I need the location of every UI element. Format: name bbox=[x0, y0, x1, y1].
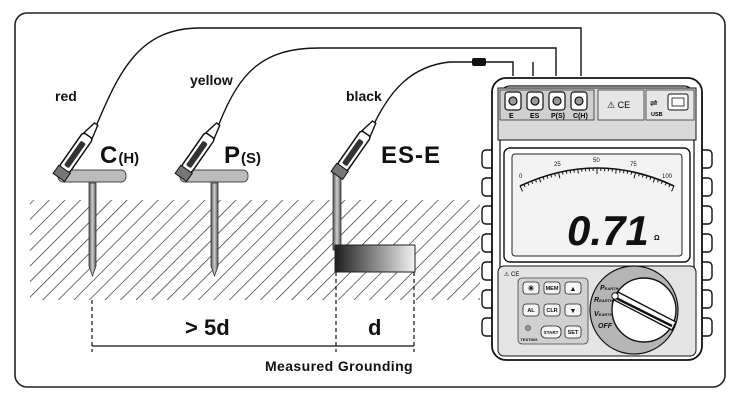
dial-pos-off: OFF bbox=[598, 323, 613, 330]
scale-tick-mark bbox=[652, 177, 656, 183]
probe-label-c: C(H) bbox=[100, 142, 139, 169]
scale-tick-mark bbox=[561, 171, 564, 175]
scale-tick-mark bbox=[638, 173, 640, 177]
probe-label-es-e: ES-E bbox=[381, 142, 441, 169]
scale-tick-labels: 0 25 50 75 100 bbox=[519, 158, 673, 180]
clip-black bbox=[330, 120, 377, 181]
sun-icon: ☀ bbox=[527, 284, 534, 293]
caption: Measured Grounding bbox=[265, 358, 413, 374]
wire-black bbox=[374, 61, 534, 123]
usb-port[interactable] bbox=[667, 93, 689, 111]
scale-tick-mark bbox=[671, 185, 675, 192]
clr-label: CLR bbox=[546, 308, 557, 314]
start-button[interactable]: START bbox=[540, 325, 562, 339]
mem-button[interactable]: MEM bbox=[543, 281, 561, 295]
scale-tick-mark bbox=[641, 174, 644, 178]
usb-icon: ⇌ bbox=[650, 98, 658, 108]
clip-yellow bbox=[174, 122, 221, 183]
wire-yellow bbox=[218, 47, 557, 125]
scale-tick-100: 100 bbox=[662, 174, 673, 180]
al-button[interactable]: AL bbox=[522, 303, 540, 317]
testing-indicator bbox=[525, 325, 531, 331]
scale-tick-mark bbox=[649, 176, 652, 180]
scale-tick-mark bbox=[626, 170, 629, 174]
scale-tick-mark bbox=[527, 182, 530, 186]
scale-tick-mark bbox=[554, 173, 556, 177]
dimension-lines bbox=[91, 272, 415, 352]
lcd-unit: Ω bbox=[654, 235, 660, 242]
terminal-label-p: P(S) bbox=[551, 113, 565, 120]
scale-tick-mark bbox=[630, 171, 633, 175]
start-label: START bbox=[544, 330, 559, 335]
scale-tick-mark bbox=[550, 174, 553, 178]
scale-tick-mark bbox=[615, 169, 617, 174]
scale-tick-mark bbox=[538, 177, 542, 183]
clr-button[interactable]: CLR bbox=[543, 303, 561, 317]
grounding-electrode bbox=[334, 244, 416, 273]
scale-tick-25: 25 bbox=[554, 162, 561, 168]
scale-tick-mark bbox=[664, 182, 667, 186]
wire-label-red: red bbox=[55, 88, 77, 104]
wire-label-black: black bbox=[346, 88, 382, 104]
al-label: AL bbox=[527, 308, 535, 314]
set-label: SET bbox=[568, 330, 579, 336]
scale-tick-mark bbox=[645, 175, 648, 179]
frame bbox=[14, 12, 726, 388]
backlight-button[interactable]: ☀ bbox=[522, 281, 540, 295]
wire-join bbox=[472, 58, 486, 66]
mem-label: MEM bbox=[546, 286, 559, 292]
probe-label-p: P(S) bbox=[224, 142, 261, 169]
warning-marks-top: ⚠ CE bbox=[607, 100, 630, 110]
wire-red bbox=[96, 27, 582, 125]
terminal-label-c: C(H) bbox=[573, 113, 588, 120]
meter: E ES P(S) C(H) ⚠ CE ⇌ USB 0 25 50 75 100… bbox=[481, 77, 713, 361]
dial-pos-p-earth: PEARTH bbox=[600, 285, 618, 292]
scale-tick-mark bbox=[542, 176, 545, 180]
terminal-label-e: E bbox=[509, 113, 514, 120]
rod-current bbox=[57, 169, 127, 278]
wire-label-yellow: yellow bbox=[190, 72, 233, 88]
dial-position-labels: PEARTH REARTH VEARTH OFF bbox=[594, 285, 618, 330]
scale-tick-mark bbox=[657, 179, 660, 183]
scale-tick-50: 50 bbox=[593, 158, 600, 164]
analog-scale-ticks bbox=[519, 167, 675, 192]
rotary-selector[interactable] bbox=[589, 265, 679, 355]
scale-tick-0: 0 bbox=[519, 174, 523, 180]
dial-pos-r-earth: REARTH bbox=[594, 297, 613, 304]
set-button[interactable]: SET bbox=[564, 325, 582, 339]
up-arrow-icon: ▲ bbox=[570, 286, 577, 293]
scale-tick-mark bbox=[565, 170, 568, 174]
terminal-label-es: ES bbox=[530, 113, 540, 120]
panel-marks: ⚠ CE bbox=[504, 271, 519, 278]
dimension-near: d bbox=[368, 315, 381, 340]
scale-tick-75: 75 bbox=[630, 162, 637, 168]
clip-red bbox=[52, 122, 99, 183]
usb-label: USB bbox=[651, 112, 663, 118]
up-button[interactable]: ▲ bbox=[564, 281, 582, 295]
down-button[interactable]: ▼ bbox=[564, 303, 582, 317]
terminal-jacks bbox=[504, 91, 588, 111]
rod-potential bbox=[179, 169, 249, 278]
scale-tick-mark bbox=[633, 172, 636, 179]
scale-tick-mark bbox=[523, 184, 526, 188]
down-arrow-icon: ▼ bbox=[570, 308, 577, 315]
scale-tick-mark bbox=[531, 180, 534, 184]
scale-tick-mark bbox=[558, 172, 561, 179]
lcd-reading: 0.71 bbox=[567, 207, 649, 254]
scale-tick-mark bbox=[660, 180, 663, 184]
scale-tick-mark bbox=[534, 179, 537, 183]
dimension-far: > 5d bbox=[185, 315, 230, 340]
scale-tick-mark bbox=[577, 169, 579, 174]
scale-tick-mark bbox=[623, 170, 625, 174]
scale-tick-mark bbox=[519, 185, 523, 192]
scale-tick-mark bbox=[668, 184, 671, 188]
scale-tick-mark bbox=[546, 175, 549, 179]
lcd-screen bbox=[511, 153, 683, 257]
rod-earth bbox=[332, 167, 416, 273]
dial-pos-v-earth: VEARTH bbox=[594, 311, 612, 318]
testing-label: TESTING bbox=[520, 337, 537, 342]
